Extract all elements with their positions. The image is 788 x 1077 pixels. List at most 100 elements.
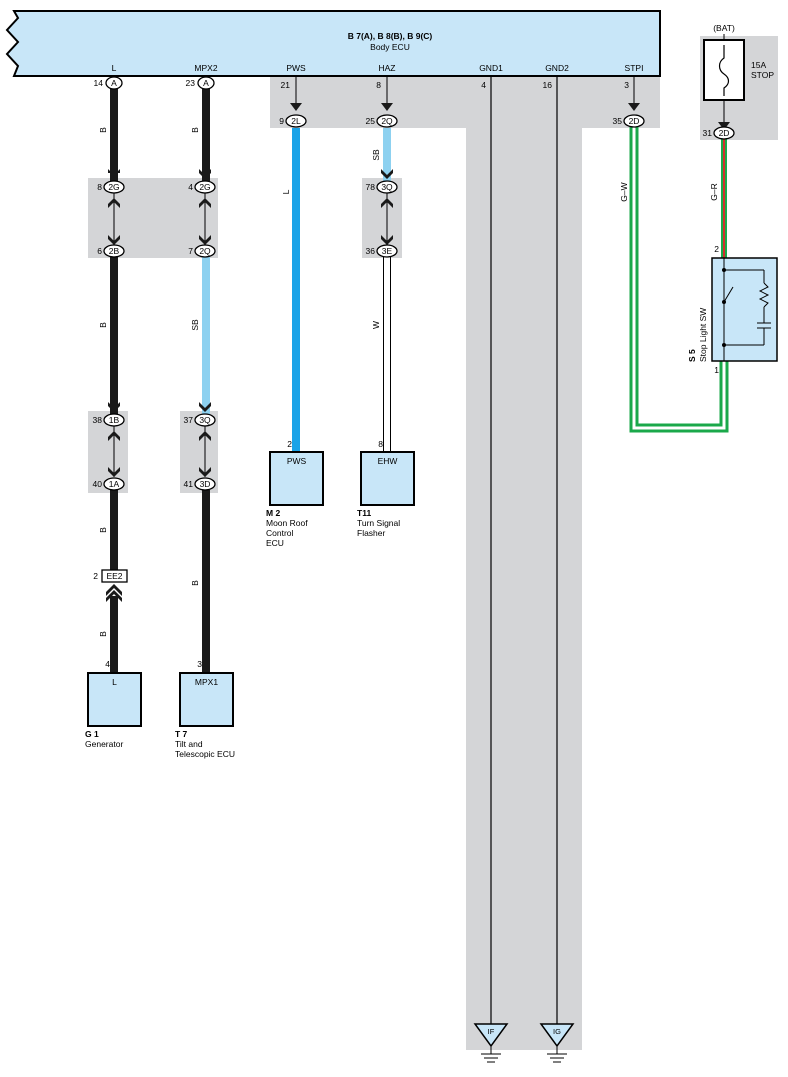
svg-text:A: A — [111, 78, 117, 88]
wire-label-stpi: G–W — [619, 182, 629, 201]
ecu-pin-haz: 8 — [376, 80, 381, 90]
ecu-title: B 7(A), B 8(B), B 9(C) — [348, 31, 433, 41]
connector-40-1a: 1A 40 — [93, 477, 125, 491]
component-t11: EHW 8 T11 Turn Signal Flasher — [357, 439, 415, 538]
svg-text:14: 14 — [94, 78, 104, 88]
svg-text:2G: 2G — [108, 182, 119, 192]
svg-text:3E: 3E — [382, 246, 393, 256]
svg-text:23: 23 — [186, 78, 196, 88]
connector-37-3q: 3Q 37 — [184, 413, 216, 427]
wire-haz-2 — [383, 255, 391, 453]
svg-text:2G: 2G — [199, 182, 210, 192]
connector-9-2l: 2L 9 — [279, 114, 307, 128]
svg-text:A: A — [203, 78, 209, 88]
connector-14a: A 14 — [94, 76, 123, 90]
connector-41-3d: 3D 41 — [184, 477, 216, 491]
svg-text:PWS: PWS — [287, 456, 307, 466]
body-ecu: B 7(A), B 8(B), B 9(C) Body ECU L MPX2 P… — [5, 10, 661, 90]
ecu-terminal-gnd1: GND1 — [479, 63, 503, 73]
connector-78-3q: 3Q 78 — [366, 180, 398, 194]
wire-mpx-1 — [202, 88, 210, 181]
svg-text:40: 40 — [93, 479, 103, 489]
ecu-pin-stpi: 3 — [624, 80, 629, 90]
connector-ee2: EE2 2 — [93, 569, 128, 583]
connector-6-2b: 2B 6 — [97, 244, 125, 258]
wire-label-m-3: B — [190, 580, 200, 586]
svg-text:L: L — [112, 677, 117, 687]
connector-ovals: A 14 A 23 2L 9 2Q 25 2D 35 2D 31 2G 8 2G… — [93, 76, 735, 583]
svg-text:31: 31 — [703, 128, 713, 138]
svg-text:Telescopic ECU: Telescopic ECU — [175, 749, 235, 759]
svg-text:2D: 2D — [719, 128, 730, 138]
svg-text:M 2: M 2 — [266, 508, 280, 518]
svg-text:41: 41 — [184, 479, 194, 489]
svg-text:ECU: ECU — [266, 538, 284, 548]
svg-text:3D: 3D — [200, 479, 211, 489]
wire-label-l-4: B — [98, 631, 108, 637]
svg-text:IG: IG — [553, 1027, 561, 1036]
svg-text:Moon Roof: Moon Roof — [266, 518, 308, 528]
wire-mpx-3 — [202, 490, 210, 673]
svg-text:9: 9 — [279, 116, 284, 126]
wire-label-l-2: B — [98, 322, 108, 328]
svg-text:7: 7 — [188, 246, 193, 256]
wire-l-2 — [110, 256, 118, 414]
svg-text:35: 35 — [613, 116, 623, 126]
connector-35-2d: 2D 35 — [613, 114, 645, 128]
wire-l-3 — [110, 490, 118, 570]
fuse-name: STOP — [751, 70, 774, 80]
svg-text:25: 25 — [366, 116, 376, 126]
svg-text:2Q: 2Q — [199, 246, 211, 256]
svg-text:2B: 2B — [109, 246, 120, 256]
svg-text:2Q: 2Q — [381, 116, 393, 126]
component-t7: MPX1 3 T 7 Tilt and Telescopic ECU — [175, 659, 235, 759]
fuse-stop: (BAT) 15A STOP — [703, 23, 774, 122]
connector-23a: A 23 — [186, 76, 215, 90]
component-g1: L 4 G 1 Generator — [85, 659, 142, 749]
fuse-source: (BAT) — [713, 23, 735, 33]
svg-text:78: 78 — [366, 182, 376, 192]
connector-7-2q: 2Q 7 — [188, 244, 216, 258]
svg-text:Turn Signal: Turn Signal — [357, 518, 400, 528]
svg-text:2: 2 — [93, 571, 98, 581]
ecu-terminal-pws: PWS — [286, 63, 306, 73]
wire-label-m-1: B — [190, 127, 200, 133]
svg-text:36: 36 — [366, 246, 376, 256]
svg-text:4: 4 — [105, 659, 110, 669]
wire-label-l-1: B — [98, 127, 108, 133]
svg-text:EHW: EHW — [378, 456, 398, 466]
wire-l-4 — [110, 596, 118, 673]
svg-text:G 1: G 1 — [85, 729, 99, 739]
svg-text:4: 4 — [188, 182, 193, 192]
svg-text:3Q: 3Q — [381, 182, 393, 192]
component-m2: PWS 2 M 2 Moon Roof Control ECU — [266, 439, 324, 548]
connector-25-2q: 2Q 25 — [366, 114, 398, 128]
svg-text:2L: 2L — [291, 116, 301, 126]
ecu-terminal-gnd2: GND2 — [545, 63, 569, 73]
ecu-terminal-stpi: STPI — [625, 63, 644, 73]
wire-label-pws: L — [281, 189, 291, 194]
wire-labels: B B B B B SB B L SB W G–W G–R — [98, 127, 719, 637]
svg-text:Generator: Generator — [85, 739, 123, 749]
ecu-pin-gnd2: 16 — [543, 80, 553, 90]
ecu-pin-gnd1: 4 — [481, 80, 486, 90]
svg-text:8: 8 — [97, 182, 102, 192]
svg-text:3Q: 3Q — [199, 415, 211, 425]
wire-mpx-2 — [202, 256, 210, 414]
svg-text:2D: 2D — [629, 116, 640, 126]
svg-text:3: 3 — [197, 659, 202, 669]
svg-text:6: 6 — [97, 246, 102, 256]
wires — [110, 76, 729, 1024]
wire-pws — [292, 128, 300, 452]
ecu-terminal-l: L — [112, 63, 117, 73]
svg-text:Tilt and: Tilt and — [175, 739, 203, 749]
fuse-rating: 15A — [751, 60, 766, 70]
wire-l-1 — [110, 88, 118, 181]
wire-haz-1 — [383, 128, 391, 181]
ecu-name: Body ECU — [370, 42, 410, 52]
connector-38-1b: 1B 38 — [93, 413, 125, 427]
svg-text:38: 38 — [93, 415, 103, 425]
connector-31-2d: 2D 31 — [703, 126, 735, 140]
svg-text:EE2: EE2 — [106, 571, 122, 581]
